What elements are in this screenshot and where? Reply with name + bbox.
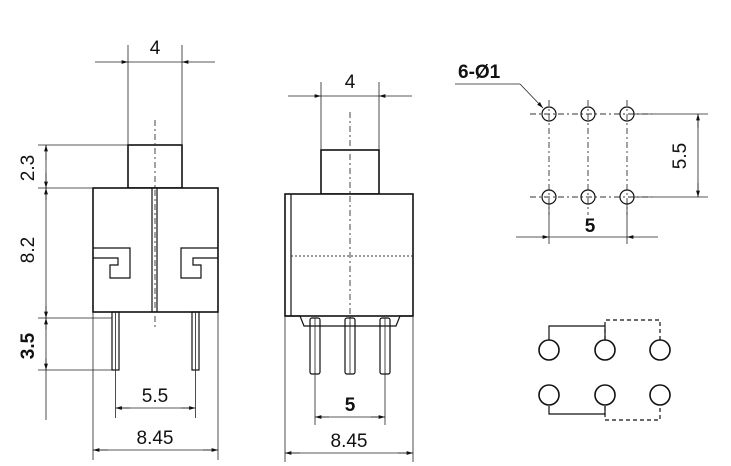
side-pin-spacing-label: 5 [345, 395, 356, 416]
schematic-contact [594, 384, 616, 406]
schematic-contact [594, 339, 616, 361]
pcb-row-spacing-label: 5.5 [670, 143, 691, 169]
switch-schematic [538, 319, 671, 421]
pcb-hole [580, 189, 596, 205]
front-pin-spacing-label: 5.5 [142, 386, 168, 407]
pcb-hole [541, 106, 557, 122]
pcb-column-spacing-label: 5 [585, 216, 596, 237]
schematic-contact [649, 339, 671, 361]
schematic-contact [538, 339, 560, 361]
pcb-hole-pattern [530, 100, 652, 215]
side-overall-width-label: 8.45 [331, 431, 368, 452]
hole-callout: 6-Ø1 [455, 62, 544, 109]
side-top-dimension: 4 [288, 72, 412, 150]
pcb-row-spacing-dimension: 5.5 [634, 113, 708, 198]
front-bottom-dimensions: 5.5 8.45 [92, 312, 219, 460]
body-height-label: 8.2 [18, 237, 39, 263]
side-body [284, 193, 414, 317]
schematic-contact [649, 384, 671, 406]
side-top-width-label: 4 [345, 72, 356, 93]
front-view [92, 120, 219, 371]
hole-count-diameter-label: 6-Ø1 [458, 62, 501, 83]
front-body [92, 187, 219, 313]
pcb-column-spacing-dimension: 5 [516, 204, 658, 244]
cap-height-label: 2.3 [18, 155, 39, 181]
front-left-dimensions: 2.3 8.2 3.5 [18, 144, 128, 420]
pcb-hole [580, 106, 596, 122]
front-top-width-label: 4 [150, 38, 161, 59]
side-view [284, 112, 414, 375]
front-top-dimension: 4 [95, 38, 215, 145]
side-bottom-dimensions: 5 8.45 [284, 316, 414, 462]
schematic-contact [538, 384, 560, 406]
pin-length-label: 3.5 [18, 332, 39, 359]
front-overall-width-label: 8.45 [137, 428, 174, 449]
